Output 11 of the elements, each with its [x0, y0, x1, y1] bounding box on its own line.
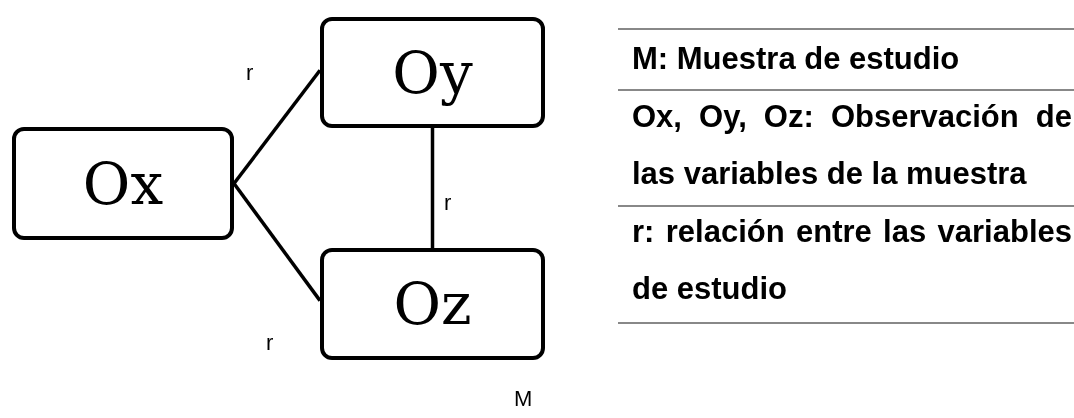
- node-label: Ox: [82, 154, 164, 213]
- node-label: Oz: [393, 275, 472, 333]
- legend-text: r: relación entre las variables de estudio: [632, 213, 1072, 308]
- legend-text: M: Muestra de estudio: [632, 40, 961, 78]
- connector-line: [232, 69, 322, 185]
- process-box: [12, 127, 234, 240]
- process-box: [320, 17, 545, 128]
- sample-label: M: [514, 386, 533, 412]
- process-box: [320, 248, 545, 360]
- connector-line: [232, 182, 322, 302]
- connector-line: [430, 128, 435, 248]
